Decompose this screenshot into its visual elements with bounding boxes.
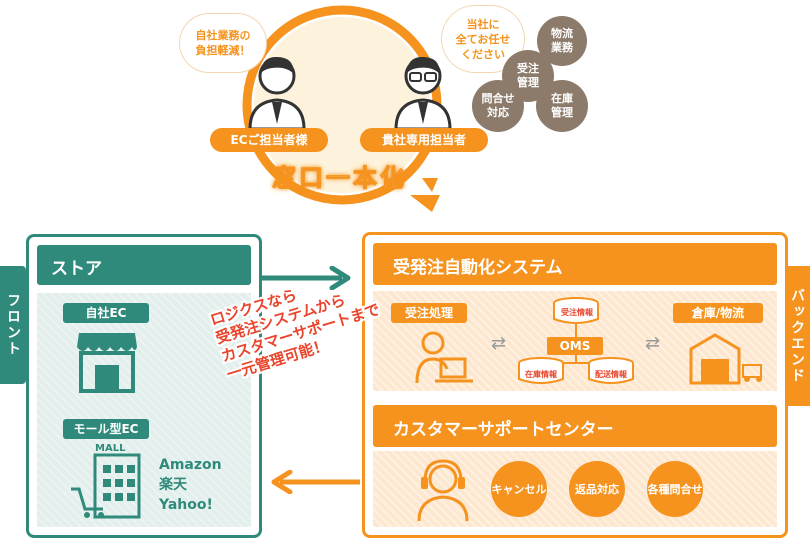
task-inventory-text: 在庫 管理 xyxy=(551,92,573,119)
window-text: 窓口一本化 xyxy=(272,164,407,193)
support-return: 返品対応 xyxy=(569,461,625,517)
task-inquiry: 問合せ 対応 xyxy=(472,80,524,132)
mall-rakuten: 楽天 xyxy=(159,477,187,493)
mall-ec-tag: モール型EC xyxy=(63,419,149,439)
side-tab-front: フロント xyxy=(0,266,26,384)
support-body: キャンセル 返品対応 各種問合せ xyxy=(373,451,777,527)
store-panel: ストア 自社EC モール型EC MALL Amazon 楽天 Yahoo! xyxy=(26,234,262,538)
mall-sign: MALL xyxy=(95,443,126,454)
mall-list: Amazon 楽天 Yahoo! xyxy=(159,455,222,515)
system-body: 受注処理 ⇄ ⇄ 受注情報 OMS 在庫情報 配送情報 倉庫/物流 xyxy=(373,291,777,391)
arrow-right xyxy=(262,266,351,290)
bubble-right: 当社に 全てお任せ ください xyxy=(442,6,524,72)
own-ec-tag: 自社EC xyxy=(63,303,149,323)
warehouse-icon xyxy=(689,333,762,385)
support-cancel: キャンセル xyxy=(491,461,547,517)
oms-diagram xyxy=(518,297,634,384)
support-cancel-text: キャンセル xyxy=(491,483,547,496)
support-return-text: 返品対応 xyxy=(575,483,619,496)
headset-icon xyxy=(417,459,469,521)
top-section: 自社業務の 負担軽減！ 当社に 全てお任せ ください ECご担当者様 貴社専用担… xyxy=(0,0,810,225)
mall-amazon: Amazon xyxy=(159,457,222,473)
store-title: ストア xyxy=(51,259,102,279)
backend-panel: 受発注自動化システム 受注処理 ⇄ ⇄ 受注情報 OMS 在庫情報 配送情報 倉… xyxy=(362,232,788,538)
side-tab-back-label: バックエンド xyxy=(789,288,805,384)
db-stock-label: 在庫情報 xyxy=(525,370,557,379)
side-tab-back: バックエンド xyxy=(784,266,810,406)
mall-yahoo: Yahoo! xyxy=(159,497,213,513)
bubble-left-text: 自社業務の 負担軽減！ xyxy=(195,29,251,57)
support-inquiry-text: 各種問合せ xyxy=(647,483,703,496)
person-laptop-icon xyxy=(415,331,473,384)
warehouse-tag: 倉庫/物流 xyxy=(673,303,763,323)
shop-icon xyxy=(77,333,137,393)
person-right-label: 貴社専用担当者 xyxy=(360,128,488,152)
task-inquiry-text: 問合せ 対応 xyxy=(481,92,515,119)
task-inventory: 在庫 管理 xyxy=(536,80,588,132)
task-order-text: 受注 管理 xyxy=(517,62,539,89)
support-header: カスタマーサポートセンター xyxy=(373,405,777,447)
system-title: 受発注自動化システム xyxy=(393,258,563,278)
arrow-left xyxy=(271,470,360,494)
db-order-label: 受注情報 xyxy=(561,308,593,317)
support-inquiry: 各種問合せ xyxy=(647,461,703,517)
bubble-right-text: 当社に 全てお任せ ください xyxy=(455,17,511,61)
db-delivery-label: 配送情報 xyxy=(595,370,627,379)
person-right-icon xyxy=(394,56,452,129)
person-left-icon xyxy=(248,56,306,129)
store-panel-body: 自社EC モール型EC MALL Amazon 楽天 Yahoo! xyxy=(37,293,251,527)
swap-icon-left: ⇄ xyxy=(491,333,507,354)
swap-icon-right: ⇄ xyxy=(645,333,661,354)
task-logistics-text: 物流 業務 xyxy=(551,27,573,54)
store-panel-header: ストア xyxy=(37,245,251,285)
system-header: 受発注自動化システム xyxy=(373,243,777,285)
person-left-label: ECご担当者様 xyxy=(210,128,328,152)
support-title: カスタマーサポートセンター xyxy=(393,420,614,440)
side-tab-front-label: フロント xyxy=(5,293,21,357)
bubble-left: 自社業務の 負担軽減！ xyxy=(180,14,266,72)
order-tag: 受注処理 xyxy=(391,303,467,323)
oms-label: OMS xyxy=(547,337,603,355)
mall-icon xyxy=(71,453,141,519)
